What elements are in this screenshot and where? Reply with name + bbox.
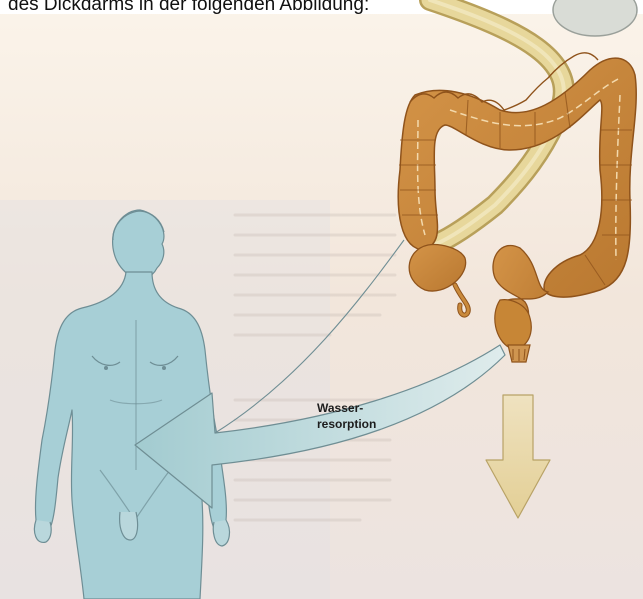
- arrow-label-line2: resorption: [317, 417, 376, 431]
- page-caption: des Dickdarms in der folgenden Abbildung…: [8, 0, 369, 15]
- arrow-label-line1: Wasser-: [317, 401, 363, 415]
